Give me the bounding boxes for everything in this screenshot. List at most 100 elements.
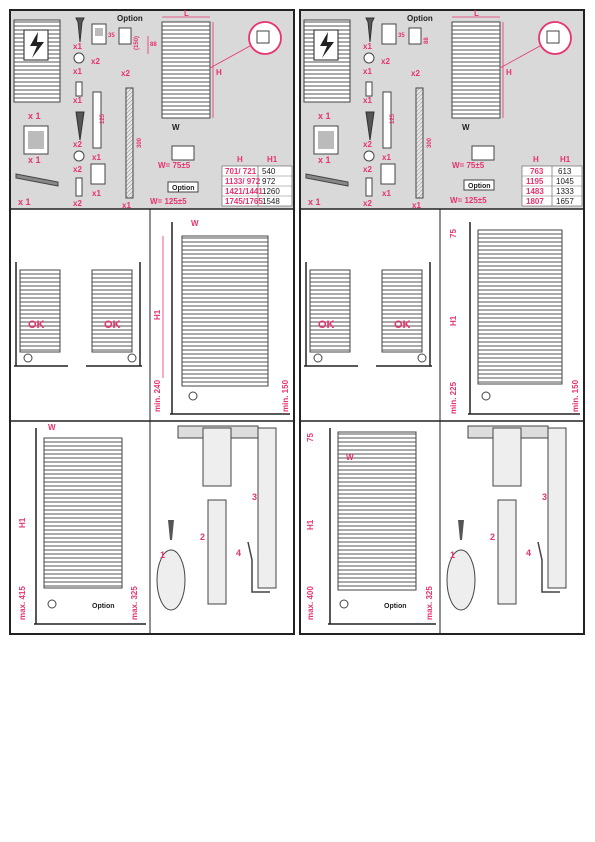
qty-washer: x1 [363, 67, 372, 76]
dowel-2-icon [75, 177, 83, 197]
qty-tube: x1 [92, 153, 101, 162]
plug-icon [188, 391, 198, 401]
qty-screw: x1 [73, 42, 82, 51]
wall-bracket-icon [91, 23, 107, 45]
washer-2-icon [73, 150, 85, 162]
long-screw-icon [75, 111, 85, 141]
step-1: 1 [450, 550, 455, 560]
qty-option-bracket: x2 [411, 69, 420, 78]
table-header-H: H [237, 155, 243, 164]
dim-125: 125 [390, 113, 396, 124]
right-instruction-column: x 1 x 1 x 1 x1 x1 x1 x2 x2 x2 35 x2 125 … [299, 9, 585, 635]
table-cell-H: 1807 [526, 197, 544, 206]
table-cell-H: 1133/ 972 [225, 177, 261, 186]
qty-long-screw: x2 [73, 140, 82, 149]
table-cell-H1: 540 [262, 167, 276, 176]
dowel-icon [365, 81, 373, 97]
dim-w-125: W= 125±5 [450, 196, 487, 205]
option-label-3: Option [92, 603, 115, 610]
dim-150: (150) [134, 36, 140, 50]
washer-icon [73, 52, 85, 64]
assembly-steps-drawing: 1 2 3 4 [156, 425, 277, 611]
plug-icon [127, 353, 137, 363]
washer-2-icon [363, 150, 375, 162]
top-offset-label: 75 [449, 229, 458, 238]
step-3: 3 [542, 492, 547, 502]
radiator-element-icon [303, 19, 351, 103]
qty-washer-2: x2 [363, 165, 372, 174]
option-label: Option [407, 14, 433, 23]
wall-bracket-icon [381, 23, 397, 45]
qty-radiator: x 1 [28, 111, 41, 121]
assembly-steps-drawing: 1 2 3 4 [446, 425, 567, 611]
min-distance-drawing: 75 H1 min. 225 min. 150 [449, 222, 580, 415]
dim-H1-2: H1 [18, 517, 27, 528]
dim-W-3: W [48, 423, 56, 432]
qty-option-tube: x1 [122, 201, 131, 210]
qty-option-bracket: x2 [121, 69, 130, 78]
dim-H1: H1 [153, 309, 162, 320]
ok-check-label: OK [28, 319, 45, 331]
min-distance-drawing: W H1 min. 240 min. 150 [153, 219, 290, 415]
option-long-tube-icon [415, 87, 424, 199]
dim-35: 35 [398, 33, 405, 39]
plug-icon [481, 391, 491, 401]
radiator-element-icon [13, 19, 61, 103]
plug-icon [339, 599, 349, 609]
step-4: 4 [526, 548, 531, 558]
option-long-tube-icon [125, 87, 134, 199]
lightning-icon [320, 32, 334, 58]
qty-hex-key: x 1 [18, 197, 31, 207]
table-cell-H1: 1333 [556, 187, 574, 196]
dowel-icon [75, 81, 83, 97]
dim-L: L [474, 9, 479, 18]
plug-icon [47, 599, 57, 609]
long-screw-icon [365, 111, 375, 141]
qty-option-tube: x1 [412, 201, 421, 210]
qty-dowel-2: x2 [363, 199, 372, 208]
qty-cap: x1 [92, 189, 101, 198]
plug-icon [23, 353, 33, 363]
washer-icon [363, 52, 375, 64]
option-label-2: Option [468, 183, 491, 190]
ok-check-label: OK [394, 319, 411, 331]
table-cell-H1: 1045 [556, 177, 574, 186]
dim-H1: H1 [449, 315, 458, 326]
max-bottom-label: max. 415 [18, 586, 27, 620]
dowel-2-icon [365, 177, 373, 197]
hex-key-icon [15, 173, 59, 187]
ok-check-label: OK [104, 319, 121, 331]
qty-bracket: x2 [381, 57, 390, 66]
table-cell-H: 763 [530, 167, 544, 176]
max-right-label: max. 325 [425, 586, 434, 620]
screw-icon [75, 17, 85, 43]
ok-radiator-a: OK [14, 262, 68, 367]
qty-long-screw: x2 [363, 140, 372, 149]
step-2: 2 [490, 532, 495, 542]
top-offset-label: 75 [306, 433, 315, 442]
qty-dowel: x1 [73, 96, 82, 105]
min-right-label: min. 150 [571, 379, 580, 412]
dim-W-3: W [346, 453, 354, 462]
right-dimension-table: H H1 763 613 1195 1045 1483 1333 1807 16… [521, 155, 583, 207]
dim-W: W [462, 123, 470, 132]
step-2: 2 [200, 532, 205, 542]
step-4: 4 [236, 548, 241, 558]
table-cell-H1: 972 [262, 177, 276, 186]
max-bottom-label: max. 400 [306, 586, 315, 620]
ok-radiator-b: OK [376, 262, 432, 367]
cap-icon [380, 163, 396, 185]
table-header-H1: H1 [267, 155, 278, 164]
dim-W: W [172, 123, 180, 132]
table-cell-H1: 1548 [262, 197, 280, 206]
table-cell-H: 1483 [526, 187, 544, 196]
qty-radiator: x 1 [318, 111, 331, 121]
qty-screw: x1 [363, 42, 372, 51]
max-distance-drawing: W H1 max. 415 max. 325 Option [18, 423, 146, 625]
dim-w-125: W= 125±5 [150, 197, 187, 206]
table-cell-H1: 1657 [556, 197, 574, 206]
dim-35: 35 [108, 33, 115, 39]
dim-88: 88 [424, 37, 430, 44]
max-distance-drawing: 75 W H1 max. 400 max. 325 Option [306, 428, 436, 625]
